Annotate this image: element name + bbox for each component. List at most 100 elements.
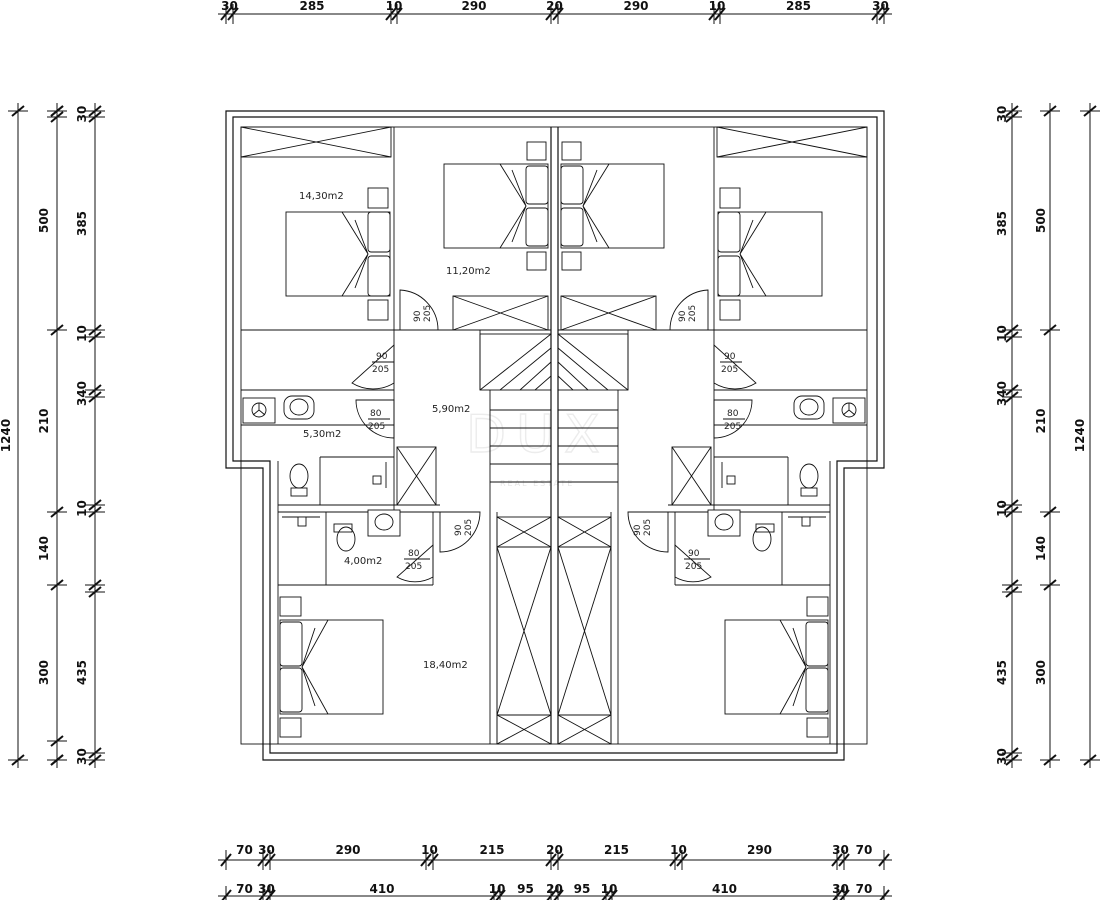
door-width-label: 80 xyxy=(727,409,739,419)
wardrobes-and-shafts xyxy=(240,126,868,745)
dimension-label: 10 xyxy=(601,882,618,896)
dimension-label: 10 xyxy=(75,500,89,517)
dimension-label: 435 xyxy=(75,660,89,685)
dimension-label: 285 xyxy=(299,0,324,13)
bed-lower-right xyxy=(724,596,829,738)
staircase-right xyxy=(557,333,629,483)
dimension-label: 340 xyxy=(75,381,89,406)
door-width-label: 90 xyxy=(376,352,388,362)
room-area-bedroom-3: 18,40m2 xyxy=(423,660,468,671)
dimension-label: 95 xyxy=(517,882,534,896)
dimension-label: 210 xyxy=(1034,408,1048,433)
dimension-label: 1240 xyxy=(0,419,13,452)
dimension-label: 285 xyxy=(786,0,811,13)
dimension-label: 410 xyxy=(369,882,394,896)
room-area-bedroom-2: 11,20m2 xyxy=(446,266,491,277)
door-width-label: 90 xyxy=(724,352,736,362)
dimension-label: 70 xyxy=(236,843,253,857)
dimension-label: 10 xyxy=(421,843,438,857)
door-height-label: 205 xyxy=(405,562,422,572)
exterior-walls xyxy=(225,110,885,761)
dimension-label: 70 xyxy=(236,882,253,896)
door-height-label: 205 xyxy=(688,305,698,322)
dimension-label: 385 xyxy=(995,211,1009,236)
dimension-label: 290 xyxy=(335,843,360,857)
bed-upper-right xyxy=(717,187,823,321)
dimension-label: 290 xyxy=(461,0,486,13)
room-labels: 14,30m2 11,20m2 5,90m2 5,30m2 4,00m2 18,… xyxy=(299,191,491,671)
door-height-label: 205 xyxy=(724,422,741,432)
door-width-label: 90 xyxy=(688,549,700,559)
door-width-label: 80 xyxy=(370,409,382,419)
watermark-logo-text: DUX xyxy=(466,405,610,465)
dimension-label: 30 xyxy=(258,843,275,857)
dimension-label: 20 xyxy=(546,0,563,13)
room-area-bedroom-1: 14,30m2 xyxy=(299,191,344,202)
room-area-wc: 4,00m2 xyxy=(344,556,382,567)
dimension-label: 10 xyxy=(995,500,1009,517)
dimension-label: 435 xyxy=(995,660,1009,685)
room-area-bathroom: 5,30m2 xyxy=(303,429,341,440)
dimension-label: 30 xyxy=(995,106,1009,123)
dimension-label: 300 xyxy=(1034,660,1048,685)
bed-upper-center-right xyxy=(560,141,665,271)
door-labels: 90 205 90 205 90 205 80 205 90 205 80 20… xyxy=(368,305,745,572)
dimension-label: 500 xyxy=(1034,208,1048,233)
door-width-label: 90 xyxy=(413,310,423,322)
bed-upper-left xyxy=(285,187,391,321)
dimension-label: 385 xyxy=(75,211,89,236)
dimension-label: 290 xyxy=(747,843,772,857)
dimension-label: 30 xyxy=(75,106,89,123)
dimension-label: 215 xyxy=(604,843,629,857)
dimension-label: 30 xyxy=(832,882,849,896)
door-width-label: 90 xyxy=(454,524,464,536)
door-height-label: 205 xyxy=(685,562,702,572)
dimension-label: 30 xyxy=(75,748,89,765)
bed-lower-left xyxy=(279,596,384,738)
door-width-label: 80 xyxy=(408,549,420,559)
bathroom-fixtures xyxy=(242,395,866,552)
dimension-label: 30 xyxy=(221,0,238,13)
door-swings xyxy=(351,289,757,583)
door-width-label: 90 xyxy=(633,524,643,536)
dimension-label: 215 xyxy=(479,843,504,857)
watermark-tagline: REAL ESTATE xyxy=(500,479,574,488)
door-height-label: 205 xyxy=(368,422,385,432)
dimension-label: 95 xyxy=(574,882,591,896)
dimension-label: 10 xyxy=(709,0,726,13)
dimension-label: 410 xyxy=(712,882,737,896)
dimension-label: 10 xyxy=(489,882,506,896)
door-height-label: 205 xyxy=(721,365,738,375)
door-width-label: 90 xyxy=(678,310,688,322)
watermark-logo: DUX REAL ESTATE xyxy=(465,404,610,488)
dimension-label: 70 xyxy=(856,882,873,896)
bed-upper-center-left xyxy=(443,141,549,271)
dimension-label: 140 xyxy=(1034,536,1048,561)
staircase-left xyxy=(479,333,552,483)
dimension-label: 70 xyxy=(856,843,873,857)
dimension-label: 10 xyxy=(670,843,687,857)
dimension-label: 10 xyxy=(386,0,403,13)
door-height-label: 205 xyxy=(464,519,474,536)
dimension-label: 1240 xyxy=(1073,419,1087,452)
dimension-label: 20 xyxy=(546,882,563,896)
door-height-label: 205 xyxy=(643,519,653,536)
dimension-label: 210 xyxy=(37,408,51,433)
door-height-label: 205 xyxy=(372,365,389,375)
dimension-label: 140 xyxy=(37,536,51,561)
dimension-label: 300 xyxy=(37,660,51,685)
room-area-hall: 5,90m2 xyxy=(432,404,470,415)
dimension-label: 20 xyxy=(546,843,563,857)
dimension-label: 10 xyxy=(75,325,89,342)
dimension-label: 30 xyxy=(258,882,275,896)
dimension-label: 500 xyxy=(37,208,51,233)
dimension-label: 340 xyxy=(995,381,1009,406)
door-height-label: 205 xyxy=(423,305,433,322)
dimension-label: 10 xyxy=(995,325,1009,342)
dimension-label: 30 xyxy=(832,843,849,857)
dimension-label: 30 xyxy=(995,748,1009,765)
dimension-label: 30 xyxy=(872,0,889,13)
dimension-label: 290 xyxy=(623,0,648,13)
